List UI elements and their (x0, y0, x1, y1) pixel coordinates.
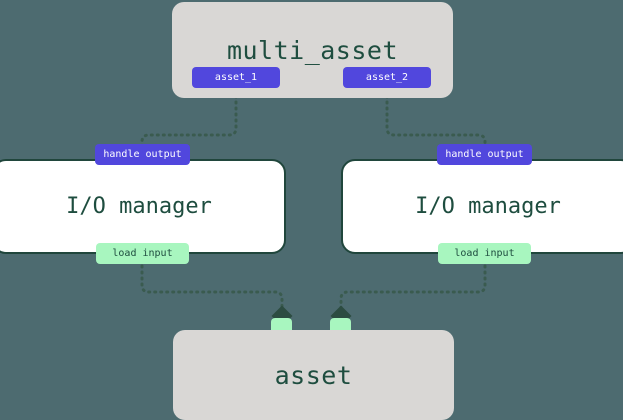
node-io-manager-right-label: I/O manager (415, 194, 561, 219)
edge-io-left-to-asset (140, 264, 293, 327)
handle-asset-2-label: asset_2 (365, 71, 409, 83)
handle-load-input-left[interactable]: load input (96, 243, 189, 264)
edges-layer (131, 88, 496, 327)
edge-asset1-to-io-left (131, 88, 238, 169)
node-io-manager-left[interactable]: I/O manager (0, 159, 286, 254)
node-io-manager-right[interactable]: I/O manager (341, 159, 623, 254)
handle-output-right-label: handle output (445, 148, 524, 160)
handle-load-input-right[interactable]: load input (438, 243, 531, 264)
node-asset-label: asset (274, 360, 353, 390)
handle-load-input-right-label: load input (454, 247, 515, 259)
handle-asset-1[interactable]: asset_1 (192, 67, 280, 88)
handle-output-left[interactable]: handle output (95, 144, 190, 165)
edge-io-right-to-asset (330, 264, 487, 327)
handle-load-input-left-label: load input (112, 247, 173, 259)
node-multi-asset-label: multi_asset (226, 35, 399, 65)
edge-asset2-to-io-right (385, 88, 496, 169)
node-io-manager-left-label: I/O manager (66, 194, 212, 219)
node-asset[interactable]: asset (173, 330, 454, 420)
handle-asset-1-label: asset_1 (214, 71, 258, 83)
handle-asset-2[interactable]: asset_2 (343, 67, 431, 88)
handle-output-left-label: handle output (103, 148, 182, 160)
handle-output-right[interactable]: handle output (437, 144, 532, 165)
